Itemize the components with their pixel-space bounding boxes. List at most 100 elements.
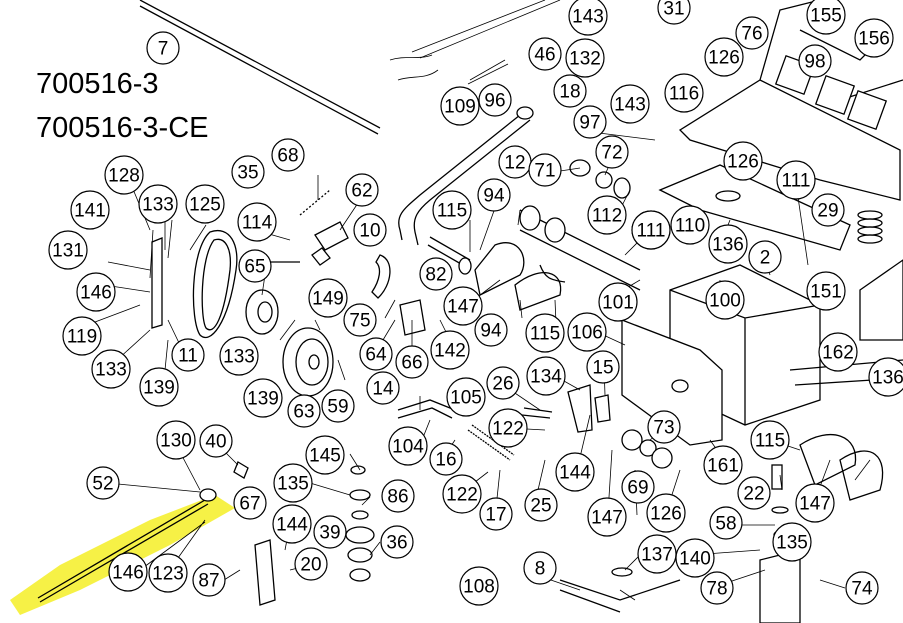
callout-label: 63	[293, 402, 314, 423]
callout-74: 74	[845, 571, 879, 605]
callout-circle	[272, 504, 312, 544]
callout-97: 97	[573, 105, 607, 139]
callout-label: 142	[434, 341, 466, 362]
callout-label: 147	[591, 508, 623, 529]
callout-label: 114	[242, 213, 273, 234]
callout-136: 136	[708, 224, 748, 264]
callout-149: 149	[308, 278, 348, 318]
callout-label: 147	[799, 494, 831, 515]
callout-109: 109	[440, 86, 480, 126]
callout-circle	[62, 316, 102, 356]
callout-105: 105	[446, 377, 486, 417]
callout-circle	[321, 389, 355, 423]
callout-circle	[429, 442, 463, 476]
callout-circle	[664, 73, 704, 113]
callout-circle	[703, 445, 743, 485]
callout-circle	[772, 522, 812, 562]
callout-label: 31	[663, 0, 684, 20]
callout-101: 101	[598, 282, 638, 322]
callout-69: 69	[621, 470, 655, 504]
callout-115: 115	[750, 420, 790, 460]
callout-82: 82	[419, 257, 453, 291]
callout-label: 100	[709, 291, 741, 312]
callout-114: 114	[237, 202, 277, 242]
callout-label: 15	[592, 358, 613, 379]
callout-label: 67	[239, 494, 260, 515]
callout-100: 100	[705, 280, 745, 320]
callout-label: 98	[804, 52, 825, 73]
callout-circle	[271, 138, 305, 172]
callout-label: 94	[480, 321, 502, 342]
callout-label: 74	[851, 579, 873, 600]
callout-label: 137	[641, 545, 673, 566]
callout-circle	[868, 357, 903, 397]
callout-36: 36	[380, 525, 414, 559]
callout-circle	[231, 155, 265, 189]
callout-123: 123	[148, 553, 188, 593]
callout-label: 10	[359, 221, 380, 242]
callout-156: 156	[854, 18, 894, 58]
callout-circle	[395, 345, 429, 379]
callout-68: 68	[271, 138, 305, 172]
callout-label: 106	[571, 323, 603, 344]
callout-label: 64	[365, 345, 387, 366]
callout-59: 59	[321, 389, 355, 423]
callout-137: 137	[637, 534, 677, 574]
callout-circle	[104, 155, 144, 195]
callout-label: 133	[223, 347, 255, 368]
callout-label: 132	[569, 49, 601, 70]
callout-label: 115	[755, 431, 785, 452]
callout-circle	[345, 173, 379, 207]
callout-label: 68	[277, 146, 298, 167]
callout-label: 128	[108, 166, 140, 187]
callout-29: 29	[811, 193, 845, 227]
callout-label: 105	[450, 388, 482, 409]
callout-label: 2	[760, 248, 771, 269]
callout-58: 58	[709, 506, 743, 540]
callout-139: 139	[139, 367, 179, 407]
callout-label: 104	[392, 437, 424, 458]
callout-12: 12	[498, 145, 532, 179]
callout-151: 151	[806, 271, 846, 311]
callout-circle	[287, 394, 321, 428]
callout-circle	[776, 160, 816, 200]
callout-146: 146	[76, 272, 116, 312]
callout-label: 161	[707, 456, 739, 477]
callout-label: 139	[143, 378, 175, 399]
callout-145: 145	[305, 435, 345, 475]
callout-circle	[479, 497, 513, 531]
callout-label: 108	[463, 577, 495, 598]
callout-146: 146	[108, 552, 148, 592]
callout-circle	[353, 213, 387, 247]
callout-circle	[219, 336, 259, 376]
callout-135: 135	[772, 522, 812, 562]
callout-label: 78	[706, 579, 727, 600]
callout-label: 136	[872, 368, 903, 389]
callout-circle	[185, 184, 225, 224]
callout-161: 161	[703, 445, 743, 485]
callout-circle	[806, 271, 846, 311]
callout-circle	[723, 141, 763, 181]
callout-62: 62	[345, 173, 379, 207]
callout-label: 149	[312, 289, 344, 310]
callout-label: 122	[446, 485, 478, 506]
callout-circle	[486, 366, 520, 400]
callout-circle	[647, 410, 681, 444]
callout-label: 139	[247, 389, 279, 410]
callout-circle	[528, 153, 562, 187]
callout-label: 131	[52, 241, 84, 262]
callout-label: 94	[483, 186, 505, 207]
callout-label: 46	[534, 45, 555, 66]
callout-label: 155	[810, 6, 842, 27]
callout-circle	[380, 525, 414, 559]
callout-label: 130	[160, 431, 192, 452]
callout-circle	[565, 38, 605, 78]
callout-circle	[171, 338, 205, 372]
callout-75: 75	[343, 303, 377, 337]
callout-circle	[806, 0, 846, 35]
callout-circle	[446, 377, 486, 417]
callout-circle	[524, 488, 558, 522]
callout-label: 62	[351, 181, 372, 202]
callout-label: 162	[822, 343, 854, 364]
callout-label: 18	[559, 82, 580, 103]
